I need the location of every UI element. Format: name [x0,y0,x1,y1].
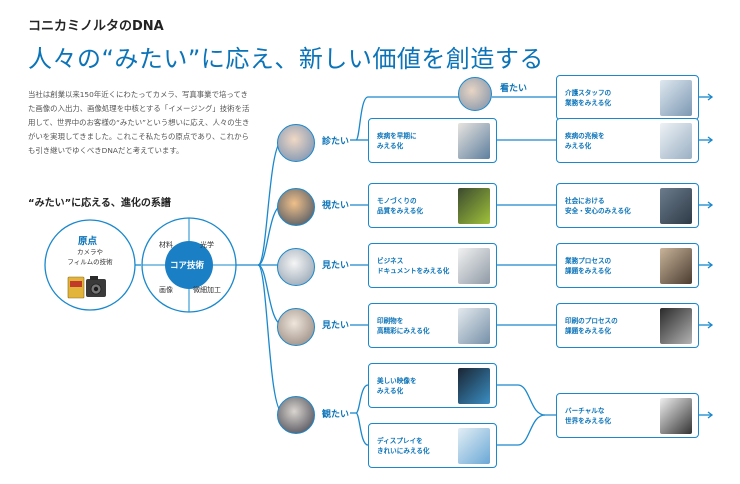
core-image-label: 画像 [159,286,173,294]
box-display-quality: ディスプレイを きれいにみえる化 [368,423,497,468]
box-label: ディスプレイを きれいにみえる化 [377,437,430,455]
box-label: ビジネス ドキュメントをみえる化 [377,257,450,275]
verb-kantai-view: 観たい [322,410,350,420]
doctor-photo [277,124,315,162]
box-beautiful-images: 美しい映像を みえる化 [368,363,497,408]
verb-mitai-print: 見たい [322,321,350,331]
press-thumbnail [458,308,490,344]
verb-mitai-business: 見たい [322,261,350,271]
origin-circle [44,219,136,311]
box-label: 疾病の兆候を みえる化 [565,132,605,150]
box-label: バーチャルな 世界をみえる化 [565,407,611,425]
meeting-thumbnail [660,248,692,284]
box-business-documents: ビジネス ドキュメントをみえる化 [368,243,497,288]
box-early-disease: 疾病を早期に みえる化 [368,118,497,163]
core-fabrication-label: 微細加工 [193,286,221,294]
viewers-photo [277,396,315,434]
origin-title: 原点 [78,236,98,247]
box-label: 疾病を早期に みえる化 [377,132,417,150]
caregiver-thumbnail [660,80,692,116]
origin-subtitle-line2: フィルムの技術 [67,258,113,266]
origin-subtitle-line1: カメラや [77,248,103,256]
office-workers-photo [277,248,315,286]
factory-worker-photo [277,188,315,226]
lab-thumbnail [660,123,692,159]
box-label: 印刷物を 高精彩にみえる化 [377,317,430,335]
header-label: コニカミノルタのDNA [28,19,164,34]
core-material-label: 材料 [159,241,173,249]
planetarium-thumbnail [458,368,490,404]
box-print-quality: 印刷物を 高精彩にみえる化 [368,303,497,348]
origin-subtitle: カメラや フィルムの技術 [56,247,124,267]
box-label: モノづくりの 品質をみえる化 [377,197,423,215]
camera-film-icon [67,276,106,299]
box-label: 介護スタッフの 業務をみえる化 [565,89,612,107]
box-social-safety: 社会における 安全・安心のみえる化 [556,183,699,228]
core-center-label: コア技術 [170,261,205,271]
box-caregiver-work: 介護スタッフの 業務をみえる化 [556,75,699,120]
core-optics-label: 光学 [200,241,214,249]
verb-kantai: 看たい [500,84,528,94]
page-title: 人々の“みたい”に応え、新しい価値を創造する [28,45,544,73]
box-label: 業務プロセスの 課題をみえる化 [565,257,612,275]
box-disease-signs: 疾病の兆候を みえる化 [556,118,699,163]
box-print-process: 印刷のプロセスの 課題をみえる化 [556,303,699,348]
box-label: 美しい映像を みえる化 [377,377,417,395]
display-thumbnail [458,428,490,464]
box-business-process: 業務プロセスの 課題をみえる化 [556,243,699,288]
box-manufacturing-quality: モノづくりの 品質をみえる化 [368,183,497,228]
verb-shitai: 視たい [322,201,350,211]
box-virtual-world: バーチャルな 世界をみえる化 [556,393,699,438]
plant-thumbnail [660,188,692,224]
medical-thumbnail [458,123,490,159]
verb-shintai: 診たい [322,137,350,147]
intro-text: 当社は創業以来150年近くにわたってカメラ、写真事業で培ってきた画像の入出力、画… [28,90,250,155]
inspection-thumbnail [458,188,490,224]
box-label: 社会における 安全・安心のみえる化 [565,197,631,215]
print-process-thumbnail [660,308,692,344]
vr-thumbnail [660,398,692,434]
box-label: 印刷のプロセスの 課題をみえる化 [565,317,618,335]
section-title: “みたい”に応える、進化の系譜 [28,198,171,209]
caregiver-photo [458,77,492,111]
printer-thumbnail [458,248,490,284]
core-center [165,241,213,289]
print-photo [277,308,315,346]
